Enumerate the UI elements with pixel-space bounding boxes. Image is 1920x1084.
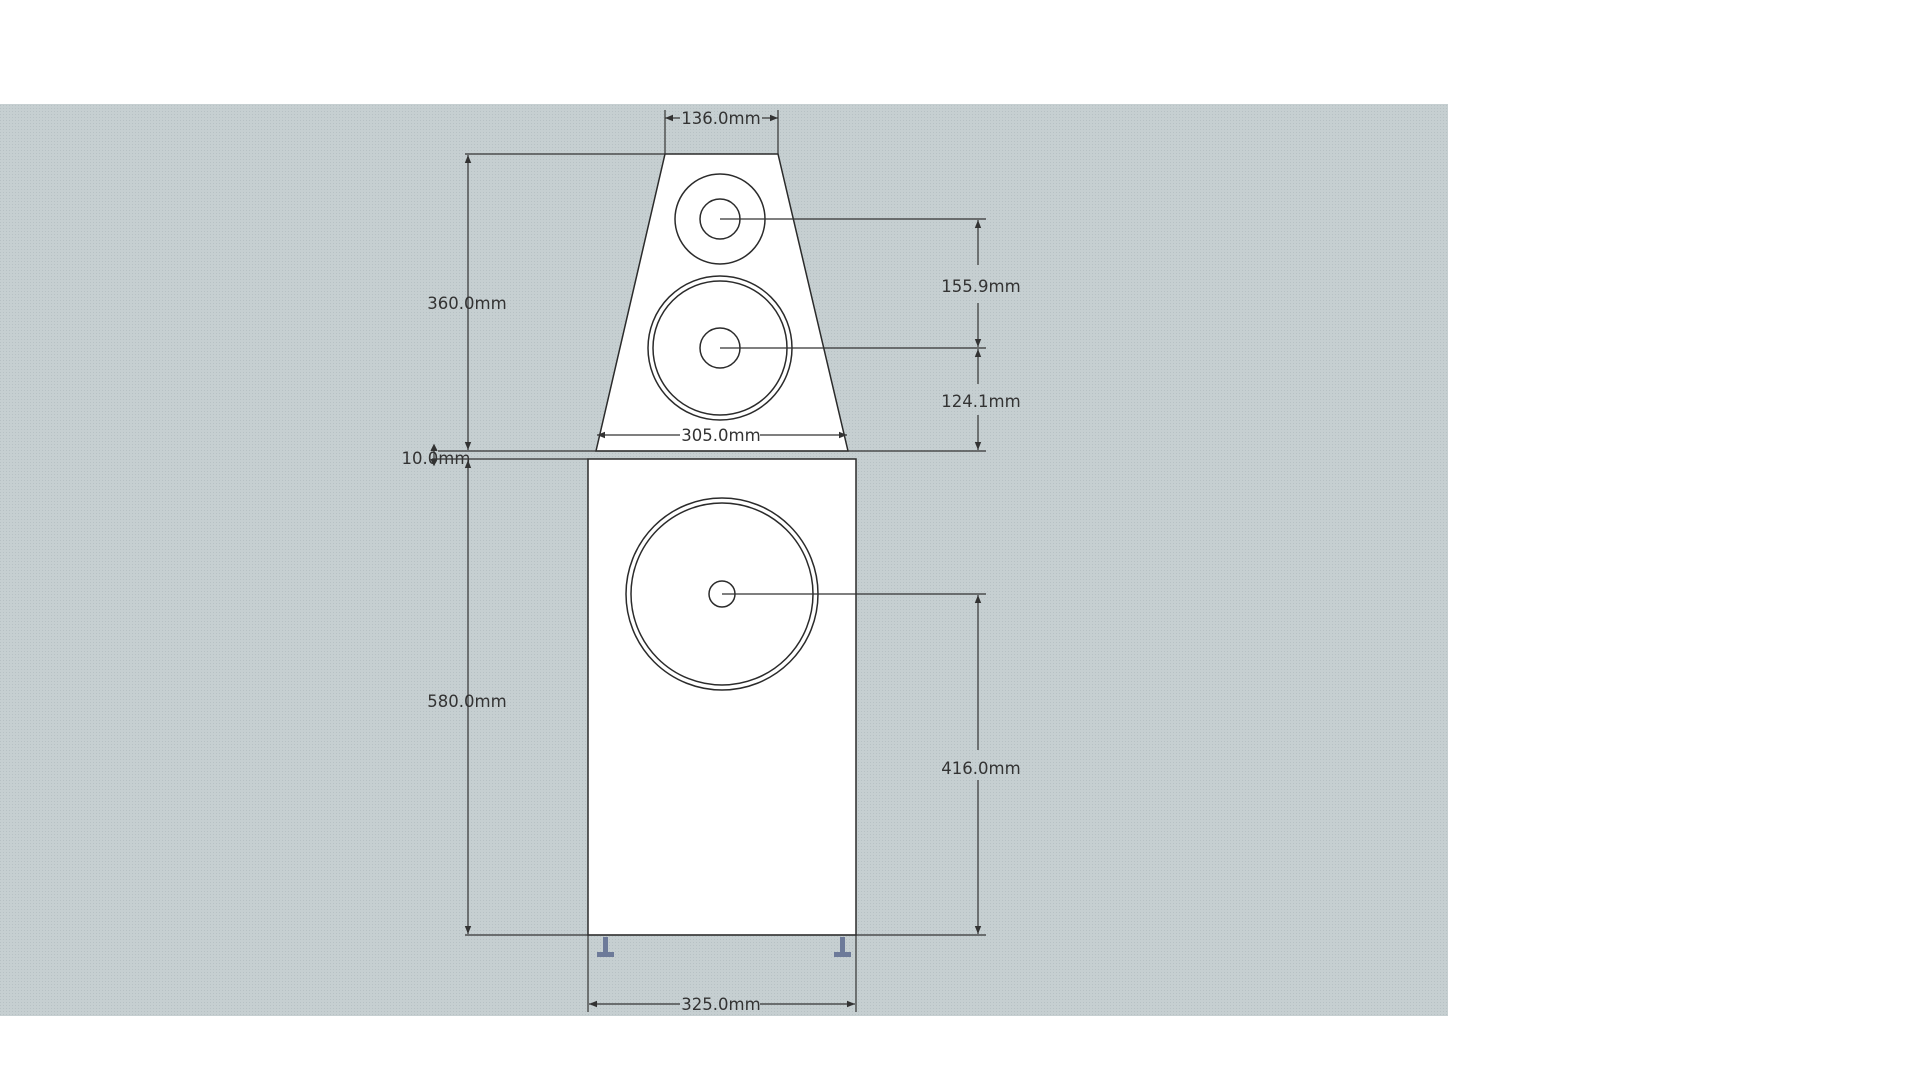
label-top-box-height: 360.0mm [427,294,506,313]
dim-gap-arrows [430,443,438,467]
label-bottom-width: 325.0mm [681,995,760,1014]
label-tweeter-to-mid: 155.9mm [941,277,1020,296]
label-top-base-width: 305.0mm [681,426,760,445]
right-foot [834,937,851,957]
label-top-width: 136.0mm [681,109,760,128]
label-bottom-box-height: 580.0mm [427,692,506,711]
left-foot [597,937,614,957]
label-woofer-height: 416.0mm [941,759,1020,778]
label-gap: 10.0mm [402,449,471,468]
label-mid-to-base: 124.1mm [941,392,1020,411]
